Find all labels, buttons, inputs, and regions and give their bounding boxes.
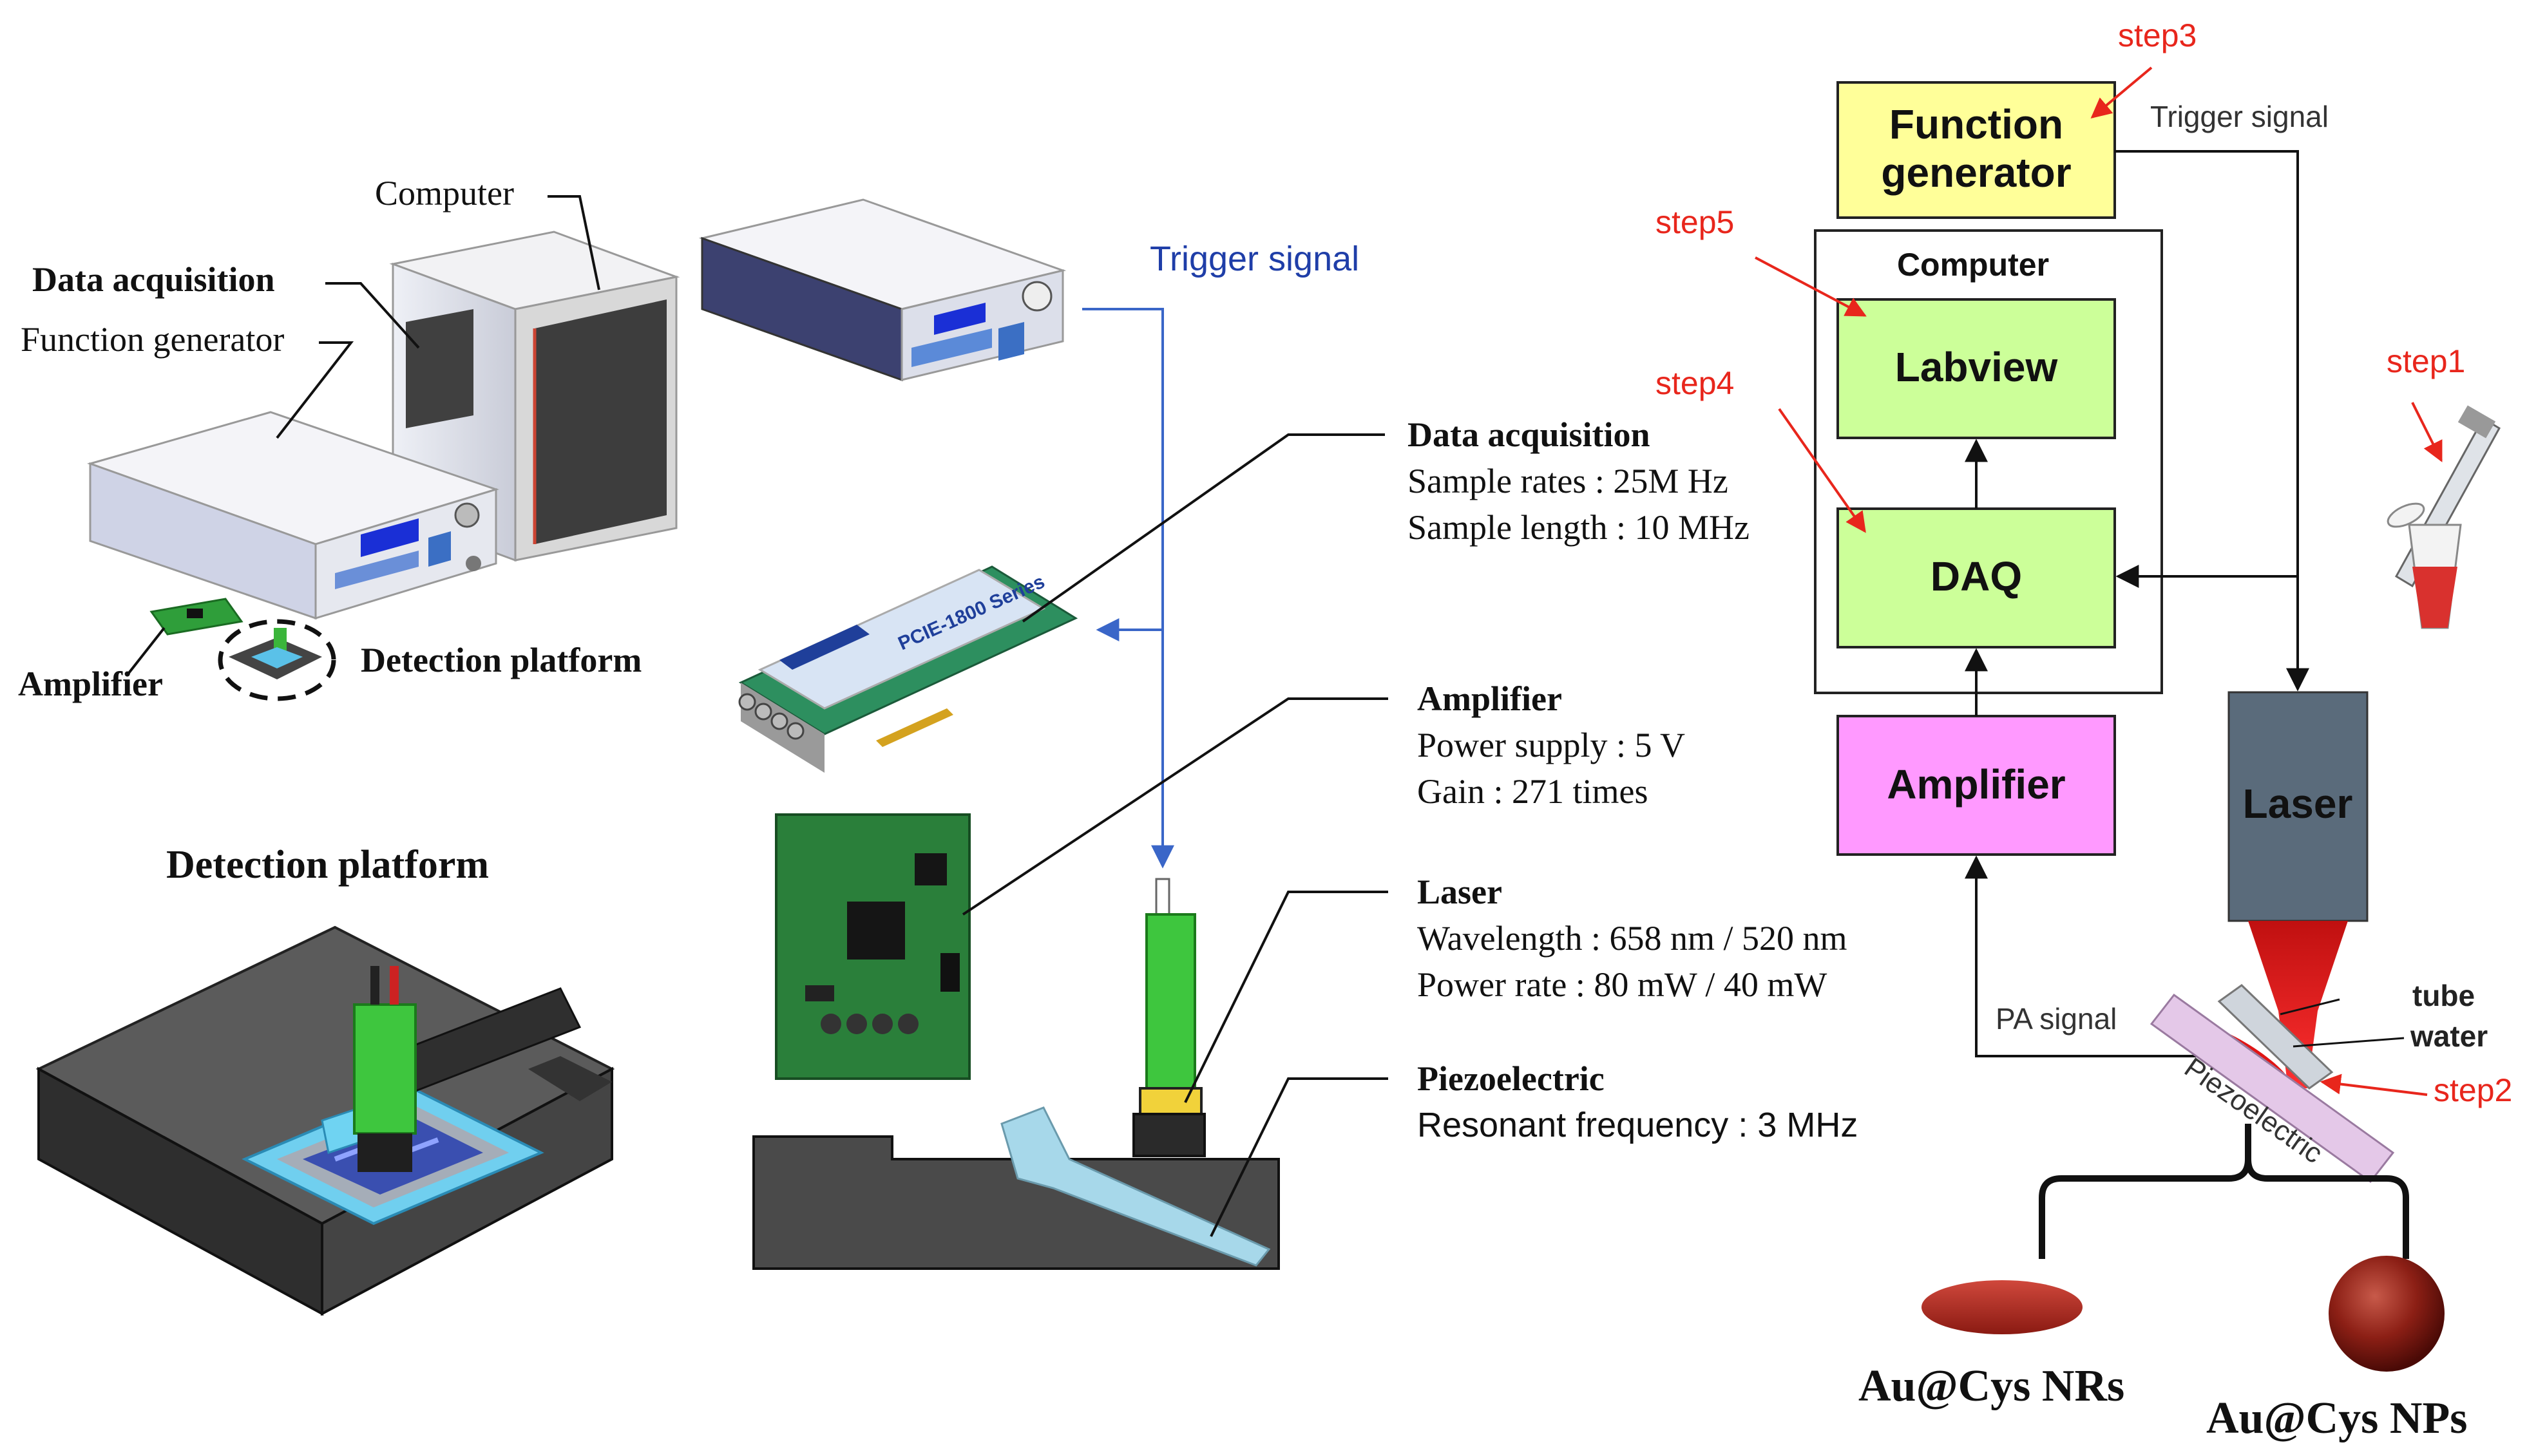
- piezo-spec-line: Resonant frequency : 3 MHz: [1417, 1106, 1858, 1144]
- step4-label: step4: [1655, 365, 1734, 401]
- detection-platform-small-illustration: [218, 619, 336, 701]
- pa-signal-label: PA signal: [1996, 1002, 2117, 1035]
- function-generator-text: generator: [1881, 149, 2071, 196]
- trigger-to-laser-arrow: [2115, 150, 2309, 692]
- labview-text: Labview: [1895, 344, 2058, 390]
- amplifier-spec-leader: [962, 697, 1388, 916]
- step1-arrow: [2411, 402, 2443, 462]
- daq-spec-title: Data acquisition: [1407, 415, 1650, 454]
- laser-spec: Laser Wavelength : 658 nm / 520 nm Power…: [1417, 873, 1847, 1004]
- laser-spec-title: Laser: [1417, 873, 1502, 911]
- amplifier-leader-line: [128, 627, 166, 674]
- flowchart: Function generator Computer Labview DAQ …: [1655, 17, 2512, 1443]
- amplifier-label: Amplifier: [18, 665, 163, 703]
- step2-arrow: [2320, 1073, 2428, 1096]
- step5-label: step5: [1655, 204, 1734, 240]
- daq-spec: Data acquisition Sample rates : 25M Hz S…: [1407, 415, 1750, 547]
- trigger-signal-label: Trigger signal: [1150, 240, 1359, 278]
- daq-card-hardware: PCIE-1800 Series: [738, 565, 1078, 773]
- amplifier-illustration: [149, 598, 243, 636]
- function-generator-leader-line: [276, 341, 354, 439]
- trigger-signal-flow-label: Trigger signal: [2150, 100, 2329, 133]
- brace-right: [2245, 1158, 2409, 1259]
- laser-spec-line: Power rate : 80 mW / 40 mW: [1417, 965, 1827, 1004]
- amplifier-box-text: Amplifier: [1887, 761, 2065, 808]
- laser-box: [2227, 691, 2369, 922]
- piezo-spec-leader: [1210, 1077, 1388, 1237]
- trigger-signal-line: [1082, 308, 1174, 869]
- data-acquisition-label: Data acquisition: [32, 260, 275, 299]
- nanorods-label: Au@Cys NRs: [1858, 1361, 2124, 1411]
- water-leader: [2293, 1037, 2405, 1048]
- function-generator-hardware: [698, 198, 1067, 382]
- tube-label: tube: [2412, 979, 2475, 1012]
- nanorod-shape: [1921, 1280, 2083, 1334]
- pa-signal-arrow: [1965, 855, 2235, 1057]
- brace-left: [2039, 1124, 2251, 1259]
- function-generator-illustration: [87, 411, 499, 620]
- laser-spec-leader: [1184, 891, 1388, 1103]
- function-generator-label: Function generator: [21, 320, 284, 359]
- function-generator-box: [1836, 81, 2116, 219]
- amplifier-spec-line: Power supply : 5 V: [1417, 726, 1685, 764]
- step3-arrow: [2090, 66, 2153, 119]
- detection-platform-large-illustration: [35, 925, 615, 1316]
- amplifier-spec-title: Amplifier: [1417, 679, 1562, 718]
- piezo-spec-title: Piezoelectric: [1417, 1059, 1605, 1098]
- laser-spec-line: Wavelength : 658 nm / 520 nm: [1417, 919, 1847, 958]
- nanoparticle-shape: [2329, 1256, 2445, 1372]
- amplifier-box: [1836, 715, 2116, 856]
- system-overview: Computer Data acquisition Function gener…: [18, 174, 680, 1316]
- computer-container-label: Computer: [1897, 247, 2049, 283]
- laser-beam: [2248, 921, 2348, 1088]
- step2-label: step2: [2434, 1072, 2512, 1108]
- daq-spec-line: Sample rates : 25M Hz: [1407, 462, 1728, 500]
- daq-text: DAQ: [1931, 553, 2022, 600]
- data-acquisition-leader-line: [325, 282, 420, 349]
- daq-spec-leader: [1022, 433, 1385, 623]
- step1-label: step1: [2387, 343, 2465, 379]
- water-label: water: [2410, 1019, 2488, 1053]
- amplifier-spec: Amplifier Power supply : 5 V Gain : 271 …: [1417, 679, 1685, 811]
- daq-card-slot: [406, 309, 473, 428]
- detection-platform-label: Detection platform: [361, 641, 642, 679]
- step3-label: step3: [2118, 17, 2197, 53]
- daq-box: [1836, 507, 2116, 648]
- laser-box-text: Laser: [2243, 780, 2353, 827]
- hardware-panel: Trigger signal PCIE-1800 Series: [698, 198, 1858, 1270]
- amplifier-spec-line: Gain : 271 times: [1417, 772, 1648, 811]
- detection-platform-title: Detection platform: [166, 843, 489, 887]
- tube-leader: [2280, 998, 2340, 1016]
- laser-platform-hardware: [752, 878, 1280, 1270]
- step5-arrow: [1755, 256, 1867, 317]
- daq-spec-line: Sample length : 10 MHz: [1407, 508, 1750, 547]
- computer-label: Computer: [375, 174, 514, 213]
- step4-arrow: [1778, 408, 1866, 533]
- tube-shape: [2217, 984, 2334, 1090]
- computer-leader-line: [548, 195, 600, 290]
- piezo-spec: Piezoelectric Resonant frequency : 3 MHz: [1417, 1059, 1858, 1144]
- piezo-element: [2150, 993, 2395, 1184]
- function-generator-text: Function: [1889, 101, 2063, 147]
- nanoparticles-label: Au@Cys NPs: [2206, 1394, 2467, 1443]
- amplifier-board-hardware: [775, 813, 971, 1080]
- labview-box: [1836, 298, 2116, 439]
- pipette-tube-illustration: [2387, 405, 2501, 629]
